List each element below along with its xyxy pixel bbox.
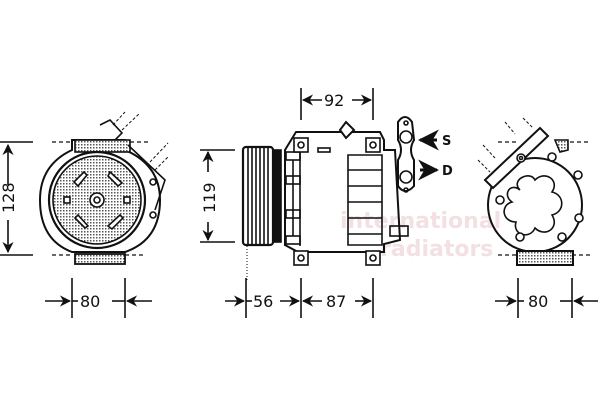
dim-body-87: 87 (326, 292, 346, 311)
watermark: international radiators (340, 209, 501, 262)
dim-width-80-rear: 80 (528, 292, 548, 311)
side-view: 92 119 (200, 88, 453, 318)
dim-width-80-front: 80 (80, 292, 100, 311)
dim-pulley-56: 56 (253, 292, 273, 311)
front-view: 128 80 (0, 111, 169, 318)
port-label-s: S (442, 134, 451, 149)
dim-height-119: 119 (200, 182, 219, 213)
port-label-d: D (442, 164, 453, 179)
dim-height-128: 128 (0, 182, 18, 213)
rear-view: 80 (477, 117, 598, 318)
svg-text:international: international (340, 209, 501, 234)
dim-width-92: 92 (324, 91, 344, 110)
